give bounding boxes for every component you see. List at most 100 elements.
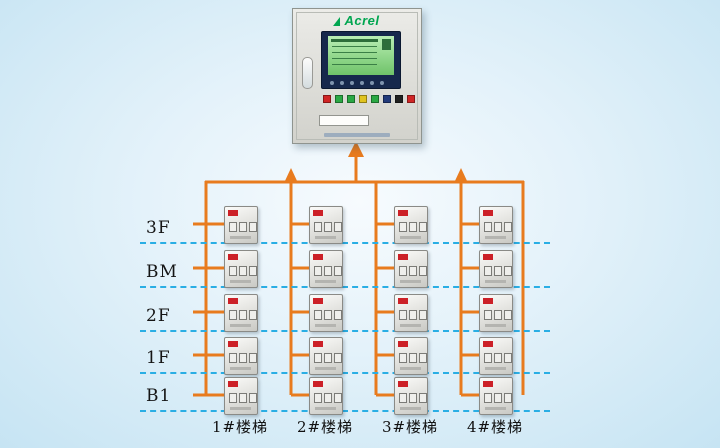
- door-monitor-module: [479, 294, 513, 332]
- device-buttons: [484, 310, 512, 320]
- device-indicator: [313, 381, 323, 387]
- device-indicator: [228, 381, 238, 387]
- printer-slot: [319, 115, 369, 126]
- device-buttons: [399, 266, 427, 276]
- door-monitor-module: [309, 250, 343, 288]
- device-slot: [230, 236, 251, 239]
- door-monitor-module: [224, 294, 258, 332]
- device-buttons: [484, 353, 512, 363]
- stair-label: 1#楼梯: [211, 418, 269, 436]
- device-buttons: [229, 310, 257, 320]
- device-buttons: [484, 222, 512, 232]
- device-slot: [315, 280, 336, 283]
- floor-divider-line: [140, 286, 550, 288]
- device-indicator: [313, 210, 323, 216]
- device-buttons: [314, 353, 342, 363]
- device-buttons: [229, 266, 257, 276]
- device-buttons: [399, 353, 427, 363]
- indicator-buttons: [323, 95, 415, 103]
- device-indicator: [483, 298, 493, 304]
- device-indicator: [398, 341, 408, 347]
- device-slot: [315, 324, 336, 327]
- door-monitor-module: [224, 250, 258, 288]
- device-slot: [485, 324, 506, 327]
- device-indicator: [228, 254, 238, 260]
- device-buttons: [484, 266, 512, 276]
- door-monitor-module: [394, 294, 428, 332]
- stair-label: 3#楼梯: [381, 418, 439, 436]
- device-slot: [230, 367, 251, 370]
- indicator-tube: [302, 57, 313, 89]
- device-slot: [230, 280, 251, 283]
- device-indicator: [483, 381, 493, 387]
- device-indicator: [398, 210, 408, 216]
- floor-divider-line: [140, 372, 550, 374]
- device-indicator: [398, 381, 408, 387]
- device-buttons: [229, 222, 257, 232]
- device-buttons: [314, 393, 342, 403]
- door-monitor-module: [309, 377, 343, 415]
- device-slot: [485, 367, 506, 370]
- lcd-screen: [321, 31, 401, 89]
- door-monitor-module: [309, 206, 343, 244]
- floor-divider-line: [140, 242, 550, 244]
- device-indicator: [483, 341, 493, 347]
- door-monitor-module: [479, 377, 513, 415]
- stair-label: 4#楼梯: [466, 418, 524, 436]
- door-monitor-module: [479, 337, 513, 375]
- device-buttons: [229, 353, 257, 363]
- door-monitor-module: [479, 250, 513, 288]
- lcd-display: [328, 36, 394, 75]
- device-indicator: [313, 298, 323, 304]
- device-slot: [400, 280, 421, 283]
- device-indicator: [483, 254, 493, 260]
- device-buttons: [314, 266, 342, 276]
- device-slot: [485, 236, 506, 239]
- acrel-logo: Acrel: [293, 13, 421, 28]
- membrane-keys: [330, 81, 384, 85]
- device-indicator: [313, 254, 323, 260]
- device-indicator: [228, 210, 238, 216]
- device-buttons: [314, 222, 342, 232]
- stair-label: 2#楼梯: [296, 418, 354, 436]
- device-slot: [315, 367, 336, 370]
- device-buttons: [399, 310, 427, 320]
- device-slot: [400, 324, 421, 327]
- monitor-cabinet: Acrel: [292, 8, 422, 144]
- device-slot: [400, 407, 421, 410]
- floor-divider-line: [140, 410, 550, 412]
- brand-text: Acrel: [344, 13, 380, 28]
- door-monitor-module: [224, 206, 258, 244]
- nameplate-text: [324, 133, 390, 137]
- floor-label: 2F: [146, 306, 171, 326]
- device-slot: [230, 324, 251, 327]
- floor-label: 3F: [146, 218, 171, 238]
- device-indicator: [483, 210, 493, 216]
- device-indicator: [313, 341, 323, 347]
- door-monitor-module: [394, 337, 428, 375]
- floor-label: BM: [146, 262, 178, 282]
- floor-label: 1F: [146, 348, 171, 368]
- device-slot: [315, 407, 336, 410]
- floor-label: B1: [146, 386, 172, 406]
- device-indicator: [228, 298, 238, 304]
- device-buttons: [229, 393, 257, 403]
- acrel-logo-icon: [333, 17, 343, 26]
- door-monitor-module: [394, 206, 428, 244]
- door-monitor-module: [309, 337, 343, 375]
- device-slot: [485, 407, 506, 410]
- floor-divider-line: [140, 330, 550, 332]
- device-slot: [230, 407, 251, 410]
- device-buttons: [399, 393, 427, 403]
- device-slot: [400, 236, 421, 239]
- door-monitor-module: [394, 377, 428, 415]
- door-monitor-module: [224, 337, 258, 375]
- device-slot: [400, 367, 421, 370]
- device-indicator: [398, 254, 408, 260]
- device-buttons: [314, 310, 342, 320]
- door-monitor-module: [309, 294, 343, 332]
- door-monitor-module: [394, 250, 428, 288]
- device-slot: [315, 236, 336, 239]
- device-indicator: [228, 341, 238, 347]
